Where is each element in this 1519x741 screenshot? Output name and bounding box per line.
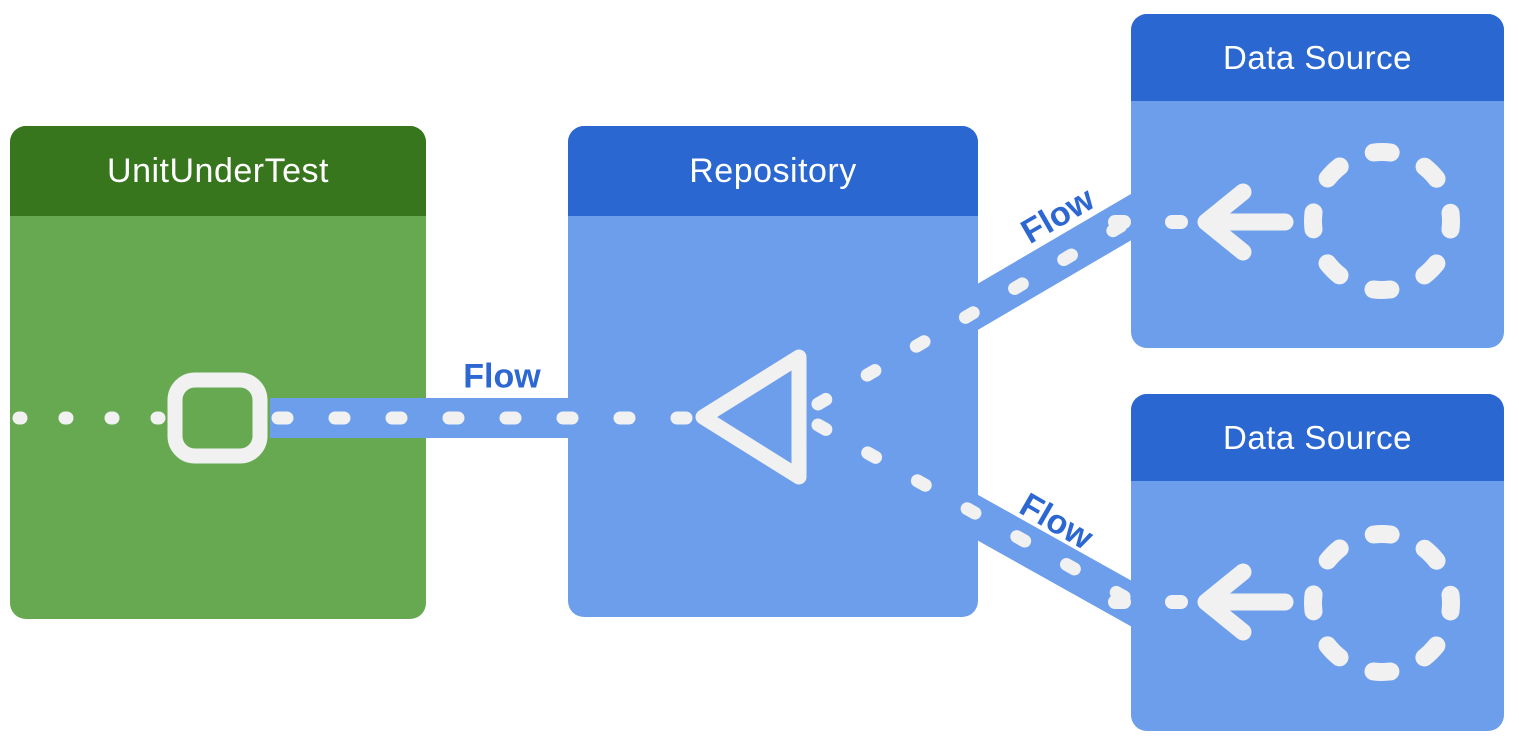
box-data-source-top-header: Data Source <box>1131 14 1504 101</box>
box-data-source-bottom: Data Source <box>1131 394 1504 731</box>
flow-label-horizontal: Flow <box>463 357 541 396</box>
box-unit-under-test: UnitUnderTest <box>10 126 426 619</box>
box-data-source-bottom-title: Data Source <box>1223 418 1412 456</box>
box-repository: Repository <box>568 126 978 617</box>
box-repository-header: Repository <box>568 126 978 216</box>
flow-label-lower: Flow <box>1013 485 1100 558</box>
box-unit-under-test-header: UnitUnderTest <box>10 126 426 216</box>
box-data-source-bottom-header: Data Source <box>1131 394 1504 481</box>
box-repository-title: Repository <box>689 151 857 190</box>
flow-label-upper: Flow <box>1014 179 1101 252</box>
box-data-source-top: Data Source <box>1131 14 1504 348</box>
box-data-source-top-title: Data Source <box>1223 38 1412 76</box>
box-unit-under-test-title: UnitUnderTest <box>107 151 329 190</box>
